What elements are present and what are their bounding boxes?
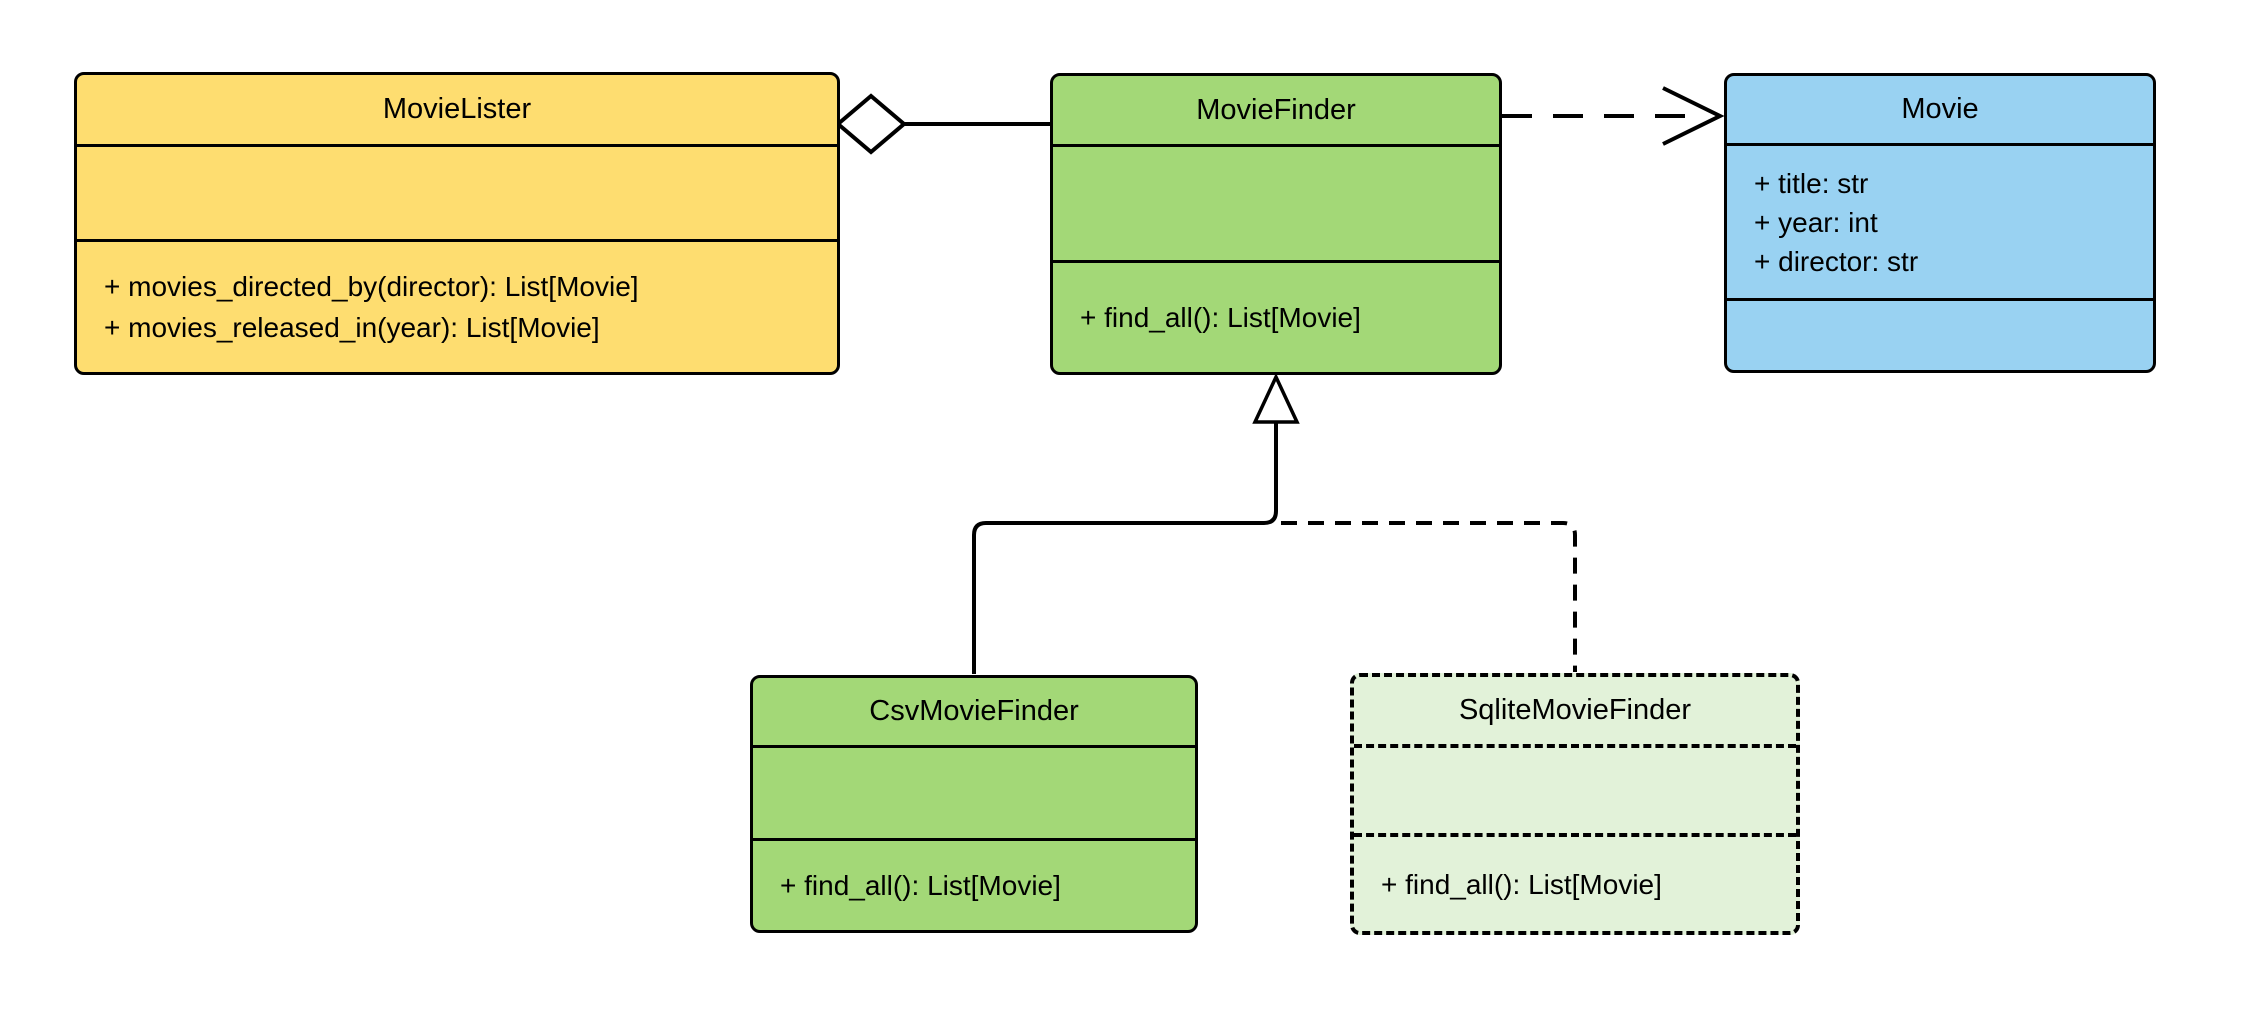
class-sqlitemoviefinder[interactable]: SqliteMovieFinder + find_all(): List[Mov… bbox=[1350, 673, 1800, 935]
method-label: + find_all(): List[Movie] bbox=[780, 870, 1061, 901]
dependency-arrowhead-icon bbox=[1662, 86, 1725, 146]
class-csvmoviefinder-header: CsvMovieFinder bbox=[753, 678, 1195, 748]
class-sqlitemoviefinder-attributes bbox=[1354, 748, 1796, 837]
inheritance-triangle-icon[interactable] bbox=[1252, 372, 1300, 424]
aggregation-diamond-icon bbox=[834, 93, 908, 155]
inheritance-line-dashed bbox=[1281, 521, 1577, 672]
method-label: + find_all(): List[Movie] bbox=[1080, 302, 1361, 333]
class-movielister[interactable]: MovieLister + movies_directed_by(directo… bbox=[74, 72, 840, 375]
inheritance-line-solid bbox=[972, 422, 1278, 674]
class-movie-methods bbox=[1727, 301, 2153, 370]
inheritance-connector-dashed[interactable] bbox=[1281, 521, 1577, 672]
class-name-label: Movie bbox=[1901, 93, 1979, 125]
class-movielister-attributes bbox=[77, 147, 837, 242]
class-moviefinder-header: MovieFinder bbox=[1053, 76, 1499, 147]
class-csvmoviefinder-methods: + find_all(): List[Movie] bbox=[753, 841, 1195, 930]
attribute-label: + year: int bbox=[1754, 206, 1878, 238]
method-label: + movies_released_in(year): List[Movie] bbox=[104, 312, 600, 343]
class-moviefinder[interactable]: MovieFinder + find_all(): List[Movie] bbox=[1050, 73, 1502, 375]
inheritance-connector-solid[interactable] bbox=[972, 422, 1278, 674]
method-label: + movies_directed_by(director): List[Mov… bbox=[104, 271, 639, 302]
method-label: + find_all(): List[Movie] bbox=[1381, 868, 1662, 900]
attribute-label: + title: str bbox=[1754, 167, 1869, 199]
class-name-label: SqliteMovieFinder bbox=[1458, 694, 1692, 726]
dependency-connector[interactable] bbox=[1502, 86, 1725, 146]
class-movie-attributes: + title: str + year: int + director: str bbox=[1727, 146, 2153, 301]
class-movie[interactable]: Movie + title: str + year: int + directo… bbox=[1724, 73, 2156, 373]
class-csvmoviefinder-attributes bbox=[753, 748, 1195, 841]
class-name-label: MovieFinder bbox=[1196, 93, 1356, 126]
class-movielister-methods: + movies_directed_by(director): List[Mov… bbox=[77, 242, 837, 372]
class-name-label: CsvMovieFinder bbox=[869, 695, 1079, 727]
class-moviefinder-methods: + find_all(): List[Movie] bbox=[1053, 263, 1499, 372]
class-sqlitemoviefinder-header: SqliteMovieFinder bbox=[1354, 677, 1796, 748]
class-movie-header: Movie bbox=[1727, 76, 2153, 146]
aggregation-connector[interactable] bbox=[834, 93, 1050, 155]
class-name-label: MovieLister bbox=[382, 93, 532, 125]
class-sqlitemoviefinder-methods: + find_all(): List[Movie] bbox=[1354, 837, 1796, 931]
class-movielister-header: MovieLister bbox=[77, 75, 837, 147]
attribute-label: + director: str bbox=[1754, 245, 1919, 277]
class-csvmoviefinder[interactable]: CsvMovieFinder + find_all(): List[Movie] bbox=[750, 675, 1198, 933]
class-moviefinder-attributes bbox=[1053, 147, 1499, 263]
